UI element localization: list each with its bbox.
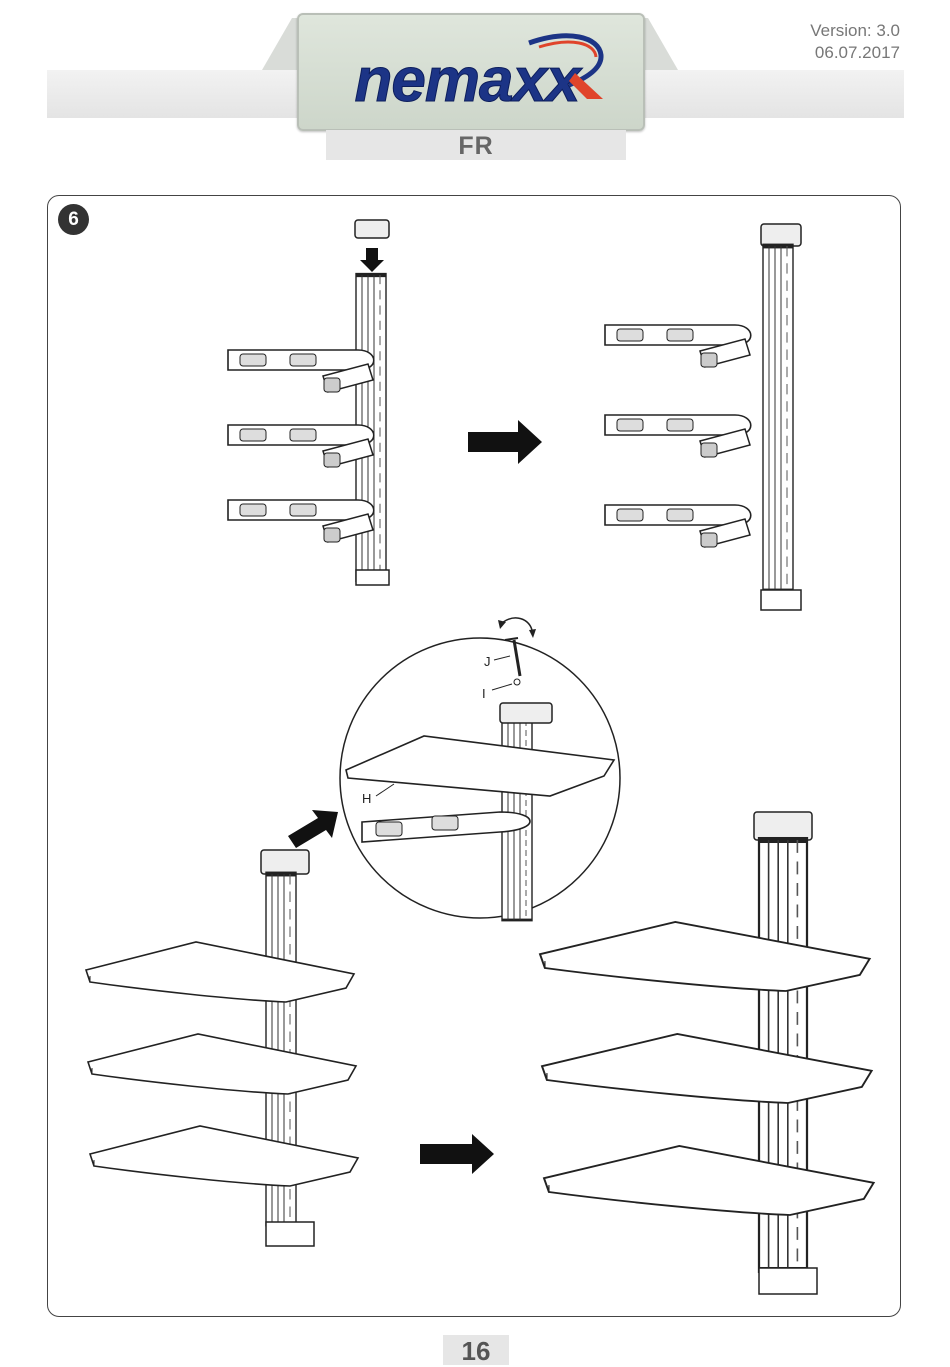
arrow-diagonal-icon <box>288 810 338 848</box>
end-cap <box>355 220 389 238</box>
arrow-right-icon <box>420 1134 494 1174</box>
callout-i: I <box>482 686 486 701</box>
detail-circle: J I H <box>340 618 620 920</box>
top-left-assembly <box>228 220 389 585</box>
arrow-down-icon <box>360 248 384 272</box>
rotate-arrow-icon <box>498 618 536 638</box>
top-right-assembly <box>605 224 801 610</box>
bottom-right-assembly <box>540 812 874 1294</box>
page-number: 16 <box>443 1335 509 1365</box>
callout-j: J <box>484 654 491 669</box>
callout-h: H <box>362 791 371 806</box>
arrow-right-icon <box>468 420 542 464</box>
bottom-left-assembly <box>86 850 358 1246</box>
